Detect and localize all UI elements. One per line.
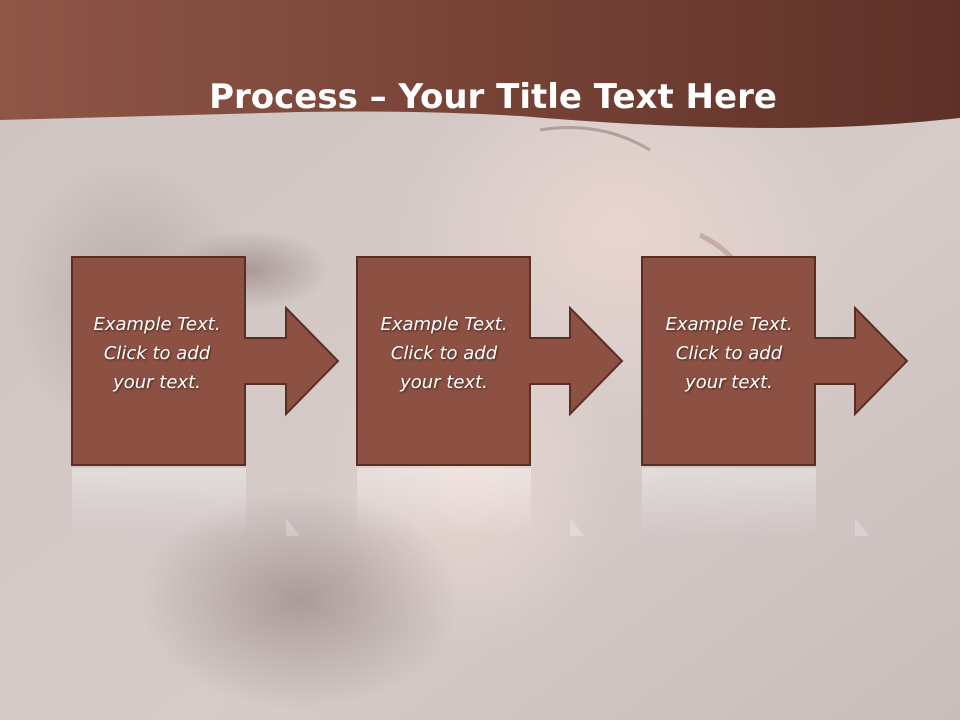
- step-1-reflection: [72, 468, 246, 536]
- step-3-line-2: Click to add: [675, 343, 783, 364]
- step-1-text[interactable]: Example Text. Click to add your text.: [70, 310, 244, 397]
- process-step-3[interactable]: [641, 256, 909, 466]
- step-2-line-2: Click to add: [390, 343, 498, 364]
- step-1-line-2: Click to add: [103, 343, 211, 364]
- arrow-2-reflection: [570, 518, 584, 536]
- process-step-1[interactable]: [71, 256, 340, 466]
- title-bold-part: Process: [209, 76, 358, 117]
- step-3-text[interactable]: Example Text. Click to add your text.: [642, 310, 816, 397]
- process-step-2[interactable]: [356, 256, 624, 466]
- step-2-line-3: your text.: [400, 372, 488, 393]
- step-3-reflection: [642, 468, 816, 536]
- arrow-3-reflection: [855, 518, 869, 536]
- arrow-2-shape[interactable]: [356, 256, 624, 466]
- arrow-1-shape[interactable]: [71, 256, 340, 466]
- step-3-line-1: Example Text.: [665, 314, 793, 335]
- step-3-line-3: your text.: [685, 372, 773, 393]
- step-1-line-3: your text.: [113, 372, 201, 393]
- slide-title[interactable]: Process – Your Title Text Here: [0, 75, 960, 119]
- arrow-3-shape[interactable]: [641, 256, 909, 466]
- arrow-1-reflection: [286, 518, 300, 536]
- step-2-line-1: Example Text.: [380, 314, 508, 335]
- step-1-line-1: Example Text.: [93, 314, 221, 335]
- step-2-reflection: [357, 468, 531, 536]
- step-2-text[interactable]: Example Text. Click to add your text.: [357, 310, 531, 397]
- title-rest-part: – Your Title Text Here: [357, 76, 777, 117]
